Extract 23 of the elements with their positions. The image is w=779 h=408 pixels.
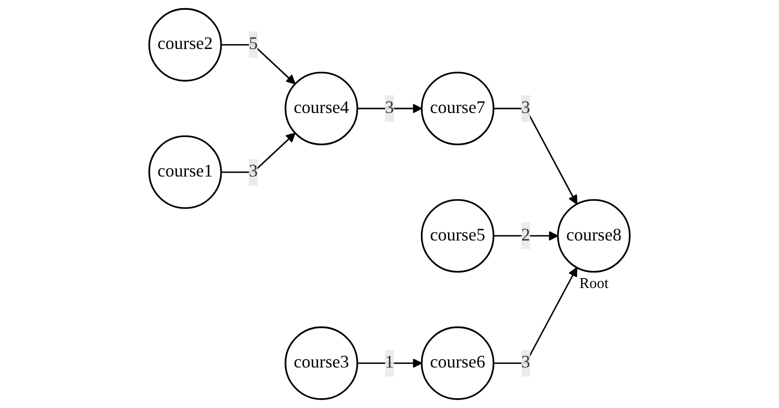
node-circle: course6 — [420, 326, 494, 400]
arrow — [494, 267, 578, 364]
arrow — [357, 104, 422, 114]
arrow — [221, 132, 296, 173]
node-circle: course5 — [420, 199, 494, 273]
edge-label: 1 — [385, 353, 394, 372]
edge-label: 2 — [521, 226, 530, 245]
node-circle: course2 — [148, 8, 222, 82]
edge-label: 3 — [521, 98, 530, 118]
edge-label: 5 — [248, 34, 258, 54]
arrow — [357, 358, 422, 368]
arrow — [494, 230, 558, 241]
edge-label: 3 — [521, 353, 530, 372]
arrow — [494, 108, 578, 205]
node-caption: Root — [579, 276, 609, 293]
arrow — [221, 44, 296, 84]
node-circle: course7 — [420, 72, 494, 146]
node-circle: course1 — [148, 135, 222, 209]
node-circle: course4 — [284, 72, 358, 146]
node-circle: course8 — [557, 199, 631, 273]
edge-label: 3 — [248, 162, 258, 182]
node-circle: course3 — [284, 326, 358, 400]
edge-label: 3 — [385, 98, 394, 118]
